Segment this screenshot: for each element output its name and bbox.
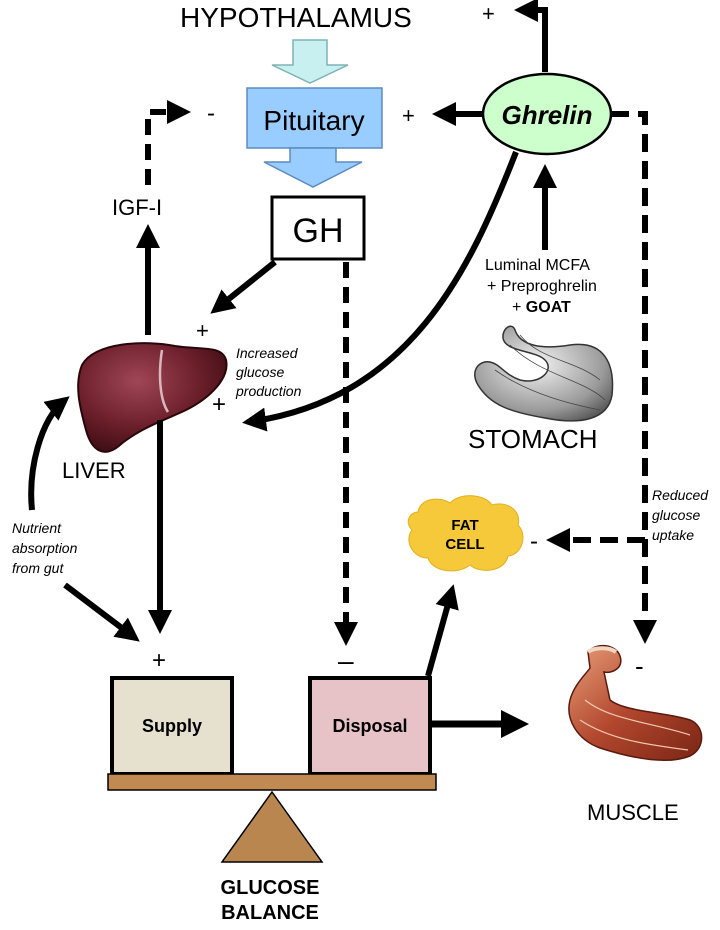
stomach-label: STOMACH	[468, 424, 598, 454]
balance-fulcrum	[220, 790, 324, 863]
pituitary-to-gh-arrow	[263, 147, 363, 188]
igf-to-pituitary-dashed-arrow	[145, 100, 191, 185]
gh-label: GH	[293, 212, 344, 250]
liver-plus-sign-lower: +	[212, 391, 226, 418]
increased-glucose-line-2: glucose	[236, 364, 284, 380]
nutrient-line-2: absorption	[12, 540, 78, 556]
reduced-uptake-line-3: uptake	[652, 527, 694, 543]
pituitary-plus-sign: +	[402, 103, 415, 128]
supply-plus-sign: +	[152, 647, 166, 674]
pituitary-minus-sign: -	[207, 100, 215, 127]
stomach-input-line-2: + Preproghrelin	[487, 278, 597, 295]
stomach-input-line-3: + GOAT	[512, 299, 571, 316]
balance-beam	[107, 773, 437, 791]
nutrient-line-3: from gut	[12, 560, 64, 576]
muscle-label: MUSCLE	[587, 800, 679, 825]
hypothalamus-plus-sign: +	[482, 1, 495, 26]
gh-to-liver-arrow	[210, 259, 277, 314]
disposal-box	[308, 676, 432, 776]
muscle-arm-illustration	[568, 644, 703, 761]
fat-cell-label-line-2: CELL	[445, 536, 484, 553]
balance-label-line-2: BALANCE	[221, 902, 319, 924]
ghrelin-to-muscle-dashed-arrow	[611, 111, 657, 644]
disposal-label: Disposal	[332, 716, 407, 736]
reduced-uptake-line-1: Reduced	[652, 487, 709, 503]
ghrelin-to-liver-curved-arrow	[242, 150, 519, 432]
stomach-input-line-1: Luminal MCFA	[485, 257, 590, 274]
liver-plus-sign-upper: +	[196, 318, 209, 343]
muscle-minus-sign: -	[635, 651, 644, 681]
stomach-illustration	[474, 325, 614, 422]
gh-box	[270, 195, 366, 261]
liver-label: LIVER	[62, 458, 126, 483]
reduced-uptake-line-2: glucose	[652, 507, 700, 523]
disposal-minus-sign: –	[338, 645, 354, 676]
increased-glucose-line-3: production	[235, 383, 302, 399]
stomach-input-plus: +	[512, 299, 526, 316]
disposal-to-fat-cell-arrow	[425, 584, 459, 677]
fat-cell-minus-sign: -	[530, 528, 538, 555]
hypothalamus-to-pituitary-arrow	[271, 39, 349, 84]
pituitary-label: Pituitary	[263, 105, 364, 136]
nutrient-to-liver-curved-arrow	[28, 396, 70, 511]
ghrelin-to-hypothalamus-arrow	[514, 0, 548, 72]
pituitary-box	[246, 87, 383, 149]
balance-label-line-1: GLUCOSE	[221, 877, 320, 899]
ghrelin-label: Ghrelin	[501, 100, 592, 130]
nutrient-to-supply-arrow	[63, 582, 140, 642]
nutrient-line-1: Nutrient	[12, 520, 62, 536]
supply-label: Supply	[142, 716, 202, 736]
fat-cell-label-line-1: FAT	[451, 517, 478, 534]
increased-glucose-line-1: Increased	[236, 345, 299, 361]
igf-label: IGF-I	[112, 195, 162, 220]
fat-cell-blob	[407, 495, 524, 572]
hypothalamus-label: HYPOTHALAMUS	[180, 2, 412, 33]
liver-illustration	[77, 342, 228, 453]
goat-label: GOAT	[526, 299, 571, 316]
